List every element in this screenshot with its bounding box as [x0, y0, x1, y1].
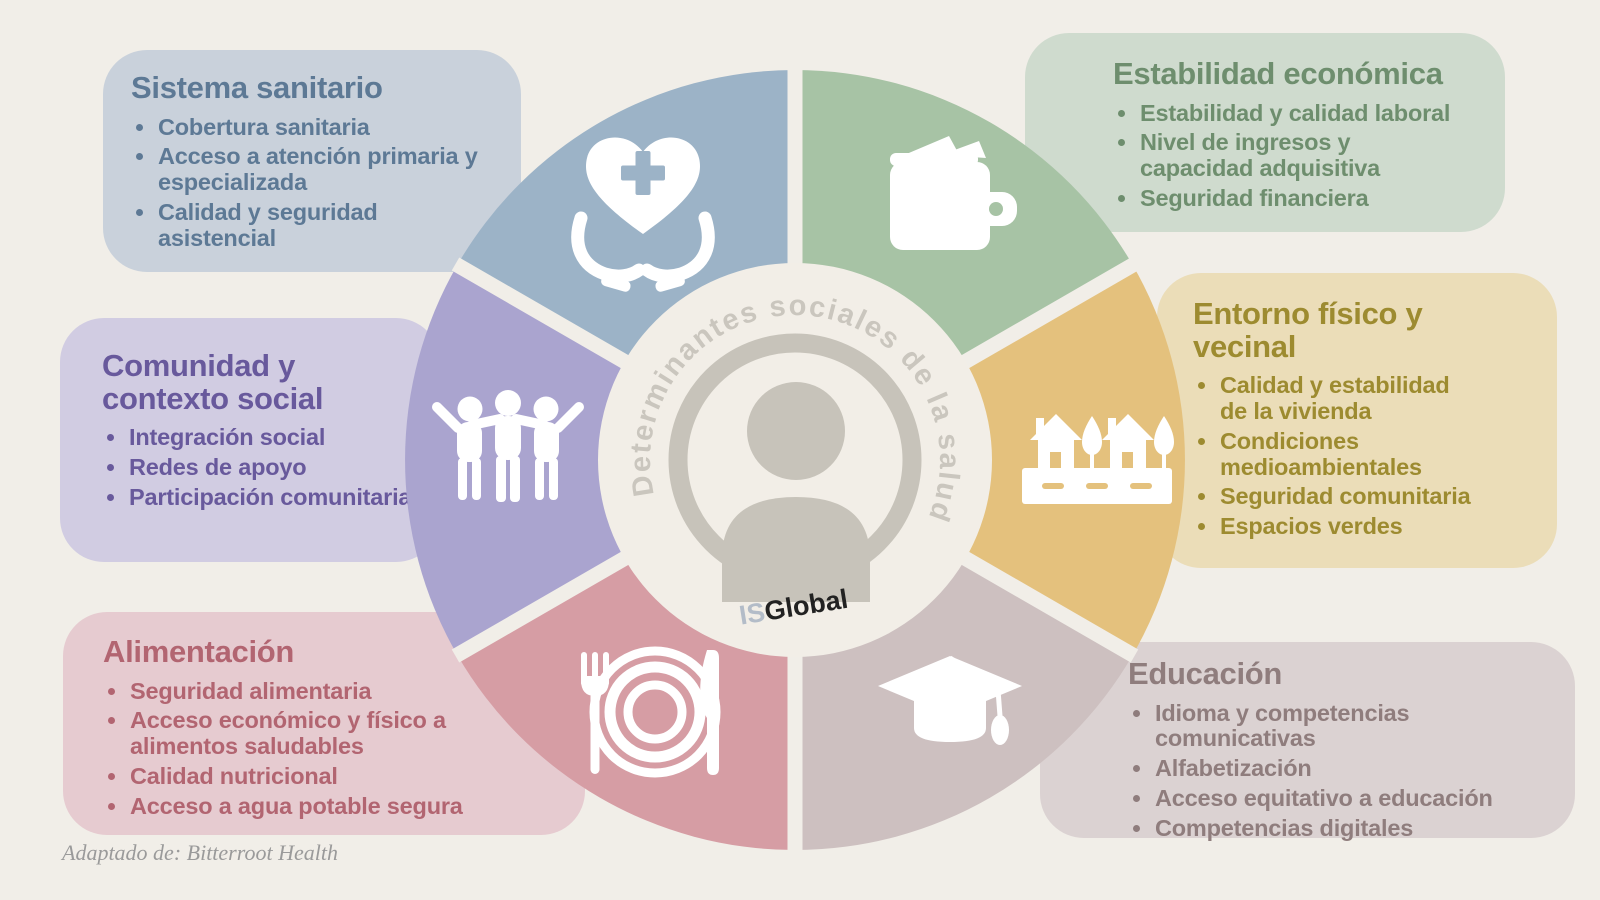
list-item: Estabilidad y calidad laboral — [1113, 100, 1497, 127]
list-item: Competencias digitales — [1128, 815, 1567, 842]
section-card-comunidad: Comunidad y contexto social Integración … — [60, 318, 440, 562]
list-item: Calidad y seguridad asistencial — [131, 199, 513, 252]
section-card-estabilidad-economica: Estabilidad económica Estabilidad y cali… — [1025, 33, 1505, 232]
footer-credit: Adaptado de: Bitterroot Health — [62, 840, 338, 865]
list-item: Idioma y competencias comunicativas — [1128, 700, 1567, 753]
list-item: Acceso a atención primaria y especializa… — [131, 144, 513, 196]
list-item: Seguridad comunitaria — [1193, 484, 1545, 510]
meal-plate-icon — [581, 646, 721, 778]
section-list: Seguridad alimentaria Acceso económico y… — [103, 678, 577, 820]
wallet-icon — [890, 136, 1017, 250]
heart-in-hands-icon — [571, 137, 715, 292]
section-card-sistema-sanitario: Sistema sanitario Cobertura sanitaria Ac… — [103, 50, 521, 272]
graduation-cap-icon — [878, 655, 1022, 745]
section-list: Integración social Redes de apoyo Partic… — [102, 424, 432, 511]
list-item: Nivel de ingresos y capacidad adquisitiv… — [1113, 130, 1497, 182]
list-item: Acceso económico y físico a alimentos sa… — [103, 708, 577, 760]
section-list: Calidad y estabilidad de la vivienda Con… — [1193, 372, 1545, 540]
list-item: Acceso a agua potable segura — [103, 793, 577, 820]
list-item: Calidad y estabilidad de la vivienda — [1193, 372, 1545, 425]
section-title: Entorno físico y vecinal — [1193, 296, 1423, 364]
section-list: Cobertura sanitaria Acceso a atención pr… — [131, 114, 513, 252]
list-item: Redes de apoyo — [102, 454, 432, 481]
list-item: Participación comunitaria — [102, 484, 432, 511]
neighborhood-houses-icon — [1022, 414, 1174, 504]
section-title: Sistema sanitario — [131, 70, 383, 105]
people-group-icon — [432, 390, 584, 502]
list-item: Espacios verdes — [1193, 513, 1545, 540]
list-item: Integración social — [102, 424, 432, 451]
list-item: Seguridad alimentaria — [103, 678, 577, 705]
section-card-entorno-fisico: Entorno físico y vecinal Calidad y estab… — [1157, 273, 1557, 568]
section-title: Alimentación — [103, 634, 295, 669]
person-icon — [722, 382, 870, 602]
list-item: Acceso equitativo a educación — [1128, 785, 1567, 812]
section-title: Estabilidad económica — [1113, 56, 1443, 91]
section-title: Comunidad y contexto social — [102, 348, 324, 416]
list-item: Alfabetización — [1128, 755, 1567, 782]
section-list: Estabilidad y calidad laboral Nivel de i… — [1113, 100, 1497, 212]
list-item: Seguridad financiera — [1113, 185, 1497, 212]
section-card-educacion: Educación Idioma y competencias comunica… — [1040, 642, 1575, 841]
list-item: Condiciones medioambientales — [1193, 428, 1545, 481]
list-item: Cobertura sanitaria — [131, 114, 513, 141]
list-item: Calidad nutricional — [103, 763, 577, 790]
section-list: Idioma y competencias comunicativas Alfa… — [1128, 700, 1567, 842]
section-title: Educación — [1128, 656, 1283, 691]
